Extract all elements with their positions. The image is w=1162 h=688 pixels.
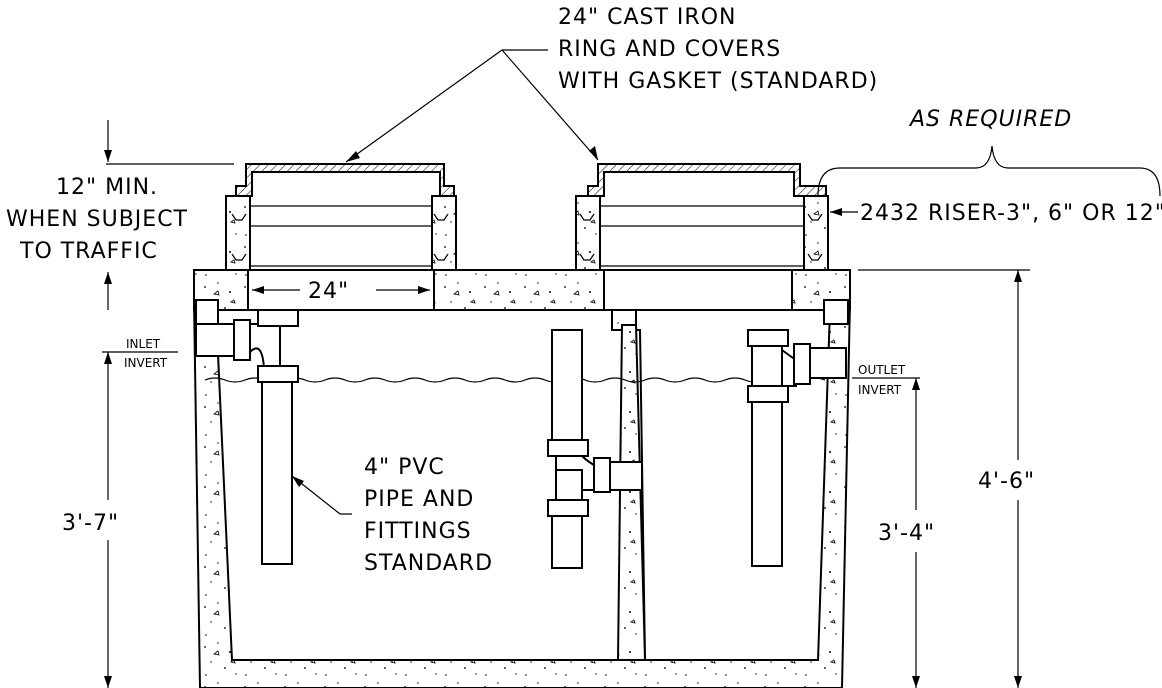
riser-callout: 2432 RISER-3", 6" OR 12" [830, 201, 1162, 226]
total-depth-dimension: 4'-6" [858, 269, 1035, 688]
total-depth-label: 4'-6" [978, 469, 1035, 494]
outlet-invert-dimension: OUTLET INVERT 3'-4" [852, 363, 935, 688]
pvc-label-line2: PIPE AND [364, 487, 474, 512]
opening-width-dimension: 24" [252, 279, 430, 304]
baffle-wall [616, 324, 647, 661]
inlet-invert-bottom: INVERT [124, 356, 168, 370]
cover-label-line1: 24" CAST IRON [558, 5, 736, 30]
outlet-invert-bottom: INVERT [858, 383, 902, 397]
slab-opening-right [603, 269, 793, 311]
outlet-invert-top: OUTLET [858, 363, 906, 377]
cover-callout: 24" CAST IRON RING AND COVERS WITH GASKE… [345, 5, 878, 163]
pvc-label-line4: STANDARD [364, 551, 493, 576]
riser-right [575, 195, 829, 271]
pvc-callout: 4" PVC PIPE AND FITTINGS STANDARD [291, 455, 493, 576]
water-level-line [204, 377, 826, 383]
inlet-depth-label: 3'-7" [62, 511, 119, 536]
pvc-label-line1: 4" PVC [364, 455, 445, 480]
cover-right [587, 163, 827, 197]
cover-left [235, 163, 455, 197]
tank-body [192, 299, 852, 688]
inlet-pipe-assembly [195, 309, 299, 565]
baffle-pipe-assembly [547, 329, 643, 569]
min-clearance-dimension: 12" MIN. WHEN SUBJECT TO TRAFFIC [6, 120, 234, 310]
riser-label: 2432 RISER-3", 6" OR 12" [860, 201, 1162, 226]
as-required-label: AS REQUIRED [908, 107, 1072, 132]
opening-width-label: 24" [308, 279, 349, 304]
pvc-label-line3: FITTINGS [364, 519, 472, 544]
cover-label-line3: WITH GASKET (STANDARD) [558, 69, 878, 94]
top-slab [193, 269, 851, 325]
outlet-pipe-assembly [747, 329, 847, 567]
min-label-line2: WHEN SUBJECT [6, 207, 188, 232]
cover-label-line2: RING AND COVERS [558, 37, 781, 62]
min-label-line1: 12" MIN. [56, 175, 158, 200]
inlet-invert-top: INLET [126, 337, 161, 351]
min-label-line3: TO TRAFFIC [19, 239, 158, 264]
inlet-invert-dimension: INLET INVERT 3'-7" [62, 337, 178, 688]
outlet-corner-block [823, 299, 849, 325]
riser-left [225, 195, 457, 271]
inlet-corner-block [195, 299, 219, 325]
as-required-callout: AS REQUIRED [817, 107, 1161, 197]
outlet-depth-label: 3'-4" [878, 521, 935, 546]
